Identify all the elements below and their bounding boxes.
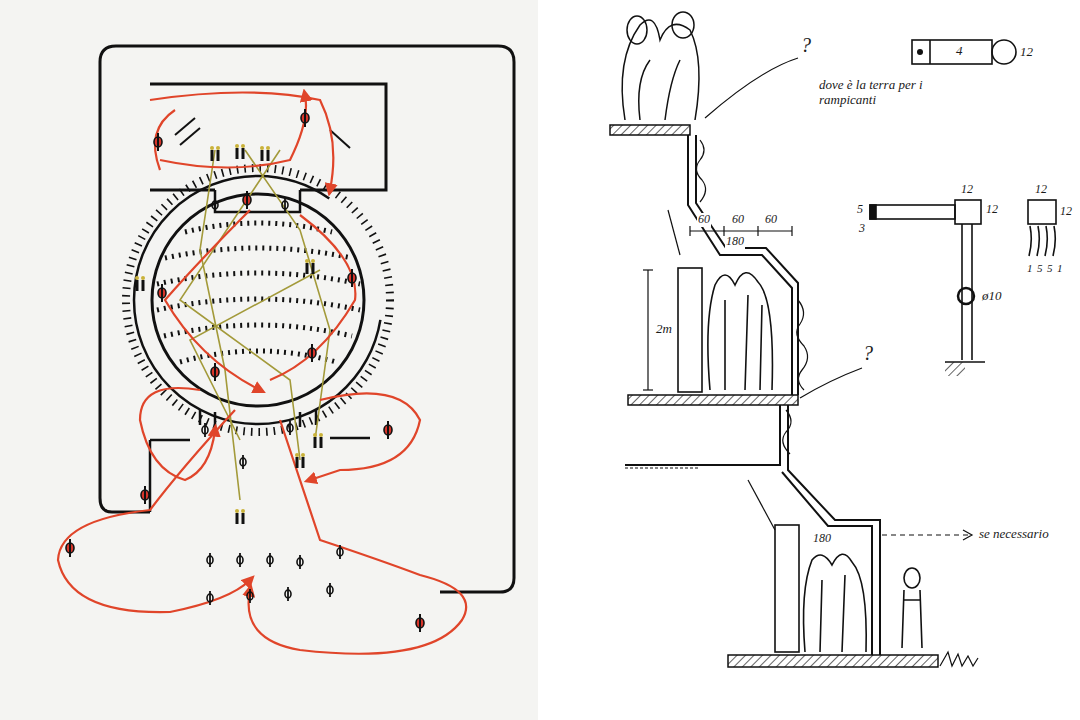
handwritten-note: 1 — [1056, 262, 1064, 275]
handwritten-note: ? — [800, 34, 812, 57]
handwritten-note: 180 — [725, 235, 745, 249]
handwritten-note: ? — [862, 342, 874, 365]
handwritten-note: 4 — [955, 44, 964, 59]
handwritten-note: 60 — [731, 213, 745, 227]
handwritten-note: 5 — [856, 203, 864, 217]
handwritten-note: 3 — [858, 222, 866, 236]
handwritten-note: 180 — [812, 532, 832, 546]
handwritten-note: 12 — [1019, 45, 1034, 60]
handwritten-note: 5 — [1036, 262, 1044, 275]
handwritten-note: 12 — [985, 203, 999, 217]
handwritten-note: se necessario — [978, 527, 1050, 542]
handwritten-note: ø10 — [981, 289, 1003, 304]
handwritten-note: 12 — [1034, 183, 1048, 197]
handwritten-note: 2m — [655, 322, 673, 337]
handwritten-note: 60 — [764, 213, 778, 227]
handwritten-note: 12 — [1059, 205, 1073, 219]
handwritten-note: 60 — [697, 213, 711, 227]
handwritten-note: 12 — [960, 183, 974, 197]
handwritten-note: dove è la terra per i rampicanti — [818, 78, 932, 108]
handwritten-note: 1 — [1026, 262, 1034, 275]
handwritten-note: 5 — [1046, 262, 1054, 275]
